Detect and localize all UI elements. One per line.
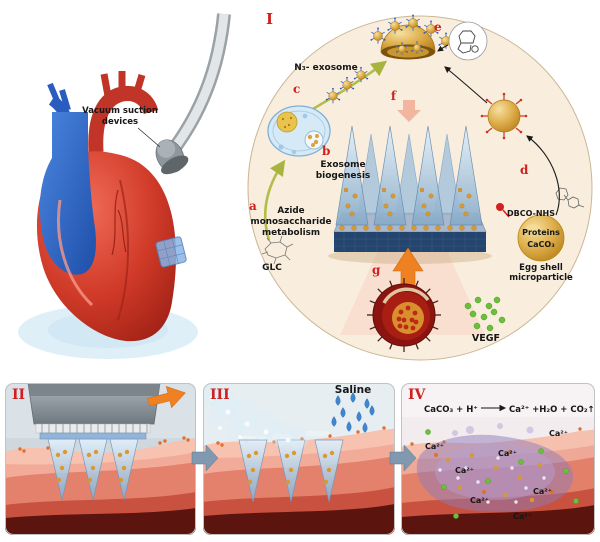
step-label-f: f	[391, 89, 397, 103]
ca-ion-label: Ca²⁺	[533, 487, 552, 496]
panel-3: Saline III	[203, 383, 395, 535]
microneedles-3	[238, 439, 344, 503]
microneedles-2	[47, 438, 139, 501]
front-needles	[335, 125, 483, 226]
vegf-label: VEGF	[472, 333, 500, 344]
panel-1: I f	[247, 10, 593, 361]
proteins-label: Proteins	[522, 228, 560, 237]
step-label-b: b	[322, 144, 330, 158]
nucleus-icon	[276, 111, 298, 133]
microneedle-patch	[328, 125, 492, 264]
microsphere-core-dots	[396, 305, 419, 331]
arrow-a	[263, 159, 286, 241]
exosome-biogenesis-label-line2: biogenesis	[316, 171, 371, 181]
vacuum-device-label-line2: devices	[102, 117, 138, 127]
step-label-a: a	[249, 199, 257, 213]
dbco-modified-particle-icon	[480, 92, 528, 140]
vacuum-tube	[170, 13, 231, 151]
cell-icon	[267, 105, 331, 157]
panel-4: Ca²⁺ Ca²⁺ Ca²⁺ Ca²⁺ Ca²⁺ Ca²⁺ Ca²⁺ CaCO₃…	[401, 383, 595, 535]
panel-3-label: III	[210, 387, 230, 403]
arrow-d	[526, 135, 560, 216]
applicator-device	[27, 383, 161, 440]
azide-label-line2: monosaccharide	[251, 217, 332, 227]
ca-ion-label: Ca²⁺	[513, 512, 532, 521]
vacuum-device-label-line1: Vacuum suction	[82, 106, 158, 116]
step-label-c: c	[293, 82, 300, 96]
ca-ion-label: Ca²⁺	[425, 442, 444, 451]
heart-illustration: Vacuum suction devices	[18, 13, 231, 359]
ca-ion-label: Ca²⁺	[498, 449, 517, 458]
panel-1-label: I	[266, 10, 273, 28]
panel-arrow-3-4-icon	[389, 444, 417, 472]
spray-mist	[203, 385, 309, 449]
needle-cargo-dots	[339, 187, 477, 231]
ca-ion-label: Ca²⁺	[470, 496, 489, 505]
step-label-g: g	[372, 263, 381, 277]
eggshell-bowl-icon	[369, 13, 455, 60]
core-shell-microsphere-icon	[367, 278, 441, 352]
eggshell-label-line1: Egg shell	[519, 263, 563, 273]
azide-label-line3: metabolism	[262, 228, 320, 238]
dbco-nhs-pin-icon	[496, 203, 504, 211]
n3-exosome-label: N₃- exosome	[294, 63, 357, 73]
glc-structure-icon	[261, 235, 294, 265]
panel-2-label: II	[12, 387, 25, 403]
back-needles	[357, 133, 461, 215]
eggshell-microparticle-icon	[517, 214, 565, 262]
ion-particles	[425, 429, 579, 519]
dbco-nhs-structure-icon	[555, 187, 585, 209]
reaction-right: Ca²⁺ +H₂O + CO₂↑	[509, 405, 595, 415]
saline-label: Saline	[335, 384, 371, 396]
step-label-d: d	[520, 163, 529, 177]
dbco-ring-icon	[448, 21, 488, 61]
ca-ion-labels: Ca²⁺ Ca²⁺ Ca²⁺ Ca²⁺ Ca²⁺ Ca²⁺ Ca²⁺	[425, 429, 568, 521]
panel-arrow-2-3-icon	[191, 444, 219, 472]
released-vegf-dots	[425, 429, 579, 519]
dissolved-region	[416, 423, 574, 512]
panel-2: II	[5, 383, 196, 535]
eggshell-label-line2: microparticle	[509, 273, 573, 283]
saline-droplets	[331, 392, 375, 433]
heart-patch	[155, 236, 187, 268]
press-arrow-icon	[147, 385, 186, 409]
caco3-label: CaCO₃	[527, 240, 555, 249]
ca-ion-label: Ca²⁺	[549, 429, 568, 438]
vacuum-device-head	[155, 139, 189, 175]
arrow-e-to-bowl	[437, 44, 449, 52]
patch-backing	[39, 432, 147, 440]
dbco-nhs-label: DBCO-NHS	[507, 209, 555, 218]
exosome-biogenesis-label-line1: Exosome	[320, 160, 365, 170]
azide-label-line1: Azide	[277, 206, 304, 216]
microsphere-spikes	[367, 278, 441, 352]
reaction-left: CaCO₃ + H⁺	[424, 405, 478, 415]
ca-ion-label: Ca²⁺	[455, 466, 474, 475]
step-label-e: e	[434, 20, 442, 34]
f-arrow-icon	[397, 100, 421, 122]
vegf-dots	[464, 296, 506, 332]
coronary-vessels	[111, 189, 127, 256]
arrow-particle-to-bowl	[444, 66, 488, 104]
glc-label: GLC	[262, 263, 282, 273]
heart-blue-chamber	[39, 112, 96, 275]
panel-4-label: IV	[408, 387, 427, 403]
label-leader-line	[137, 127, 161, 148]
